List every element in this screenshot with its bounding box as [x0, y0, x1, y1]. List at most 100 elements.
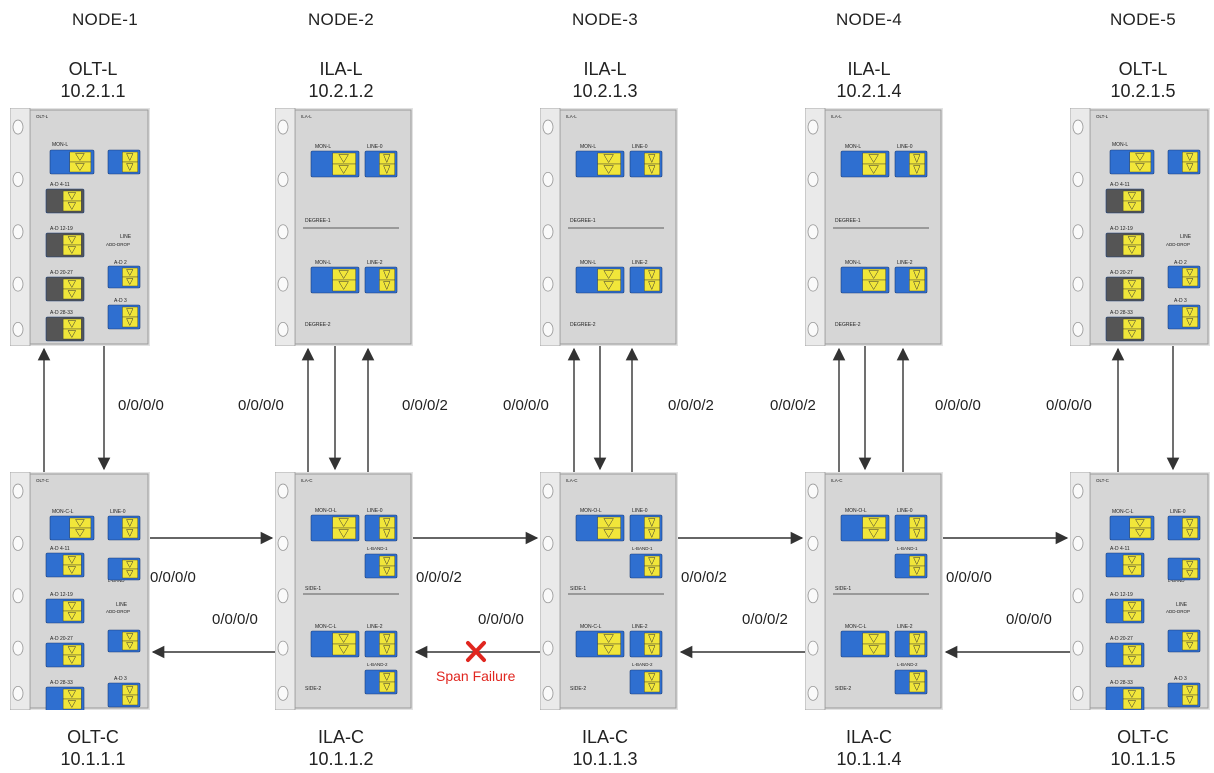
port-label: MON-L [52, 142, 68, 148]
mounting-hole [542, 685, 554, 701]
fiber-connector [644, 643, 660, 656]
warning-triangle-icon [1186, 696, 1194, 705]
fiber-connector [1129, 527, 1152, 539]
warning-triangle-icon [67, 236, 77, 245]
mounting-hole [542, 588, 554, 604]
fiber-connector [1182, 640, 1198, 651]
mounting-hole [542, 536, 554, 551]
fiber-connector [1182, 527, 1198, 539]
mounting-hole [12, 483, 24, 499]
warning-triangle-icon [383, 557, 391, 566]
fiber-port [1109, 149, 1155, 175]
warning-triangle-icon [648, 683, 656, 692]
fiber-port [1105, 686, 1145, 712]
fiber-connector [379, 279, 395, 292]
warning-triangle-icon [338, 634, 349, 643]
fiber-connector [62, 698, 82, 710]
fiber-port [45, 686, 85, 712]
device-type: ILA-L [847, 59, 891, 79]
device-ip: 10.1.1.3 [572, 749, 638, 769]
fiber-port [1105, 276, 1145, 302]
warning-triangle-icon [1127, 202, 1137, 211]
fiber-connector [1182, 161, 1198, 173]
warning-triangle-icon [913, 683, 921, 692]
fiber-port [840, 150, 890, 178]
warning-triangle-icon [913, 557, 921, 566]
mounting-hole [542, 483, 554, 499]
device-ip: 10.1.1.4 [836, 749, 902, 769]
warning-triangle-icon [868, 645, 879, 654]
port-label: L-BAND [108, 578, 125, 583]
port-label: SIDE-1 [305, 586, 321, 592]
warning-triangle-icon [1127, 566, 1137, 575]
node-5-title: NODE-5 [1109, 10, 1177, 29]
fiber-connector [1129, 161, 1152, 173]
port-label: MON-C-L [580, 624, 602, 630]
panel-name: ILA-L [301, 114, 312, 119]
mounting-hole [1072, 536, 1084, 551]
port-label: LINE [116, 602, 128, 608]
mounting-hole [542, 119, 554, 135]
fiber-connector [644, 681, 660, 693]
warning-triangle-icon [383, 567, 391, 576]
warning-triangle-icon [1127, 236, 1137, 245]
front-panel [294, 109, 412, 345]
fiber-connector [62, 654, 82, 666]
fiber-port [45, 642, 85, 668]
warning-triangle-icon [1135, 519, 1145, 527]
device-type: OLT-L [1118, 59, 1168, 79]
front-panel [824, 473, 942, 709]
warning-triangle-icon [383, 518, 391, 528]
warning-triangle-icon [648, 673, 656, 682]
mounting-hole [277, 224, 289, 240]
port-label: L-BAND-2 [367, 662, 388, 667]
fiber-port [45, 232, 85, 258]
fiber-connector [644, 565, 660, 577]
mounting-hole [807, 536, 819, 551]
port-label: ADD-DROP [1166, 609, 1190, 614]
port-label: L-BAND-1 [897, 546, 918, 551]
mounting-hole [1072, 224, 1084, 240]
warning-triangle-icon [338, 518, 349, 527]
port-label: L-BAND [1168, 578, 1185, 583]
device-type: OLT-C [1117, 727, 1169, 747]
mounting-hole [807, 276, 819, 292]
mounting-hole [807, 224, 819, 240]
warning-triangle-icon [603, 529, 614, 538]
panel-name: OLT-C [1096, 478, 1110, 483]
device-ip: 10.2.1.4 [836, 81, 902, 101]
port-label: L-BAND-1 [367, 546, 388, 551]
port-label: 0/0/0/0 [1046, 397, 1092, 414]
fiber-connector [62, 564, 82, 576]
warning-triangle-icon [1186, 519, 1194, 528]
warning-triangle-icon [67, 320, 77, 329]
warning-triangle-icon [338, 281, 349, 290]
warning-triangle-icon [913, 154, 921, 164]
device-ip: 10.1.1.2 [308, 749, 374, 769]
port-label: 0/0/0/0 [1006, 611, 1052, 628]
fiber-connector [1122, 610, 1142, 622]
warning-triangle-icon [648, 165, 656, 175]
port-label: DEGREE-1 [570, 218, 596, 224]
mounting-hole [12, 119, 24, 135]
front-panel [294, 473, 412, 709]
mounting-hole [277, 321, 289, 337]
warning-triangle-icon [1127, 700, 1137, 709]
device-type: ILA-C [581, 727, 628, 747]
fiber-port [310, 514, 360, 542]
port-label: A-D 2 [1174, 260, 1187, 266]
mounting-hole [277, 483, 289, 499]
warning-triangle-icon [1127, 690, 1137, 699]
panel-name: ILA-C [566, 478, 578, 483]
warning-triangle-icon [1186, 633, 1194, 641]
port-label: MON-L [315, 144, 331, 150]
